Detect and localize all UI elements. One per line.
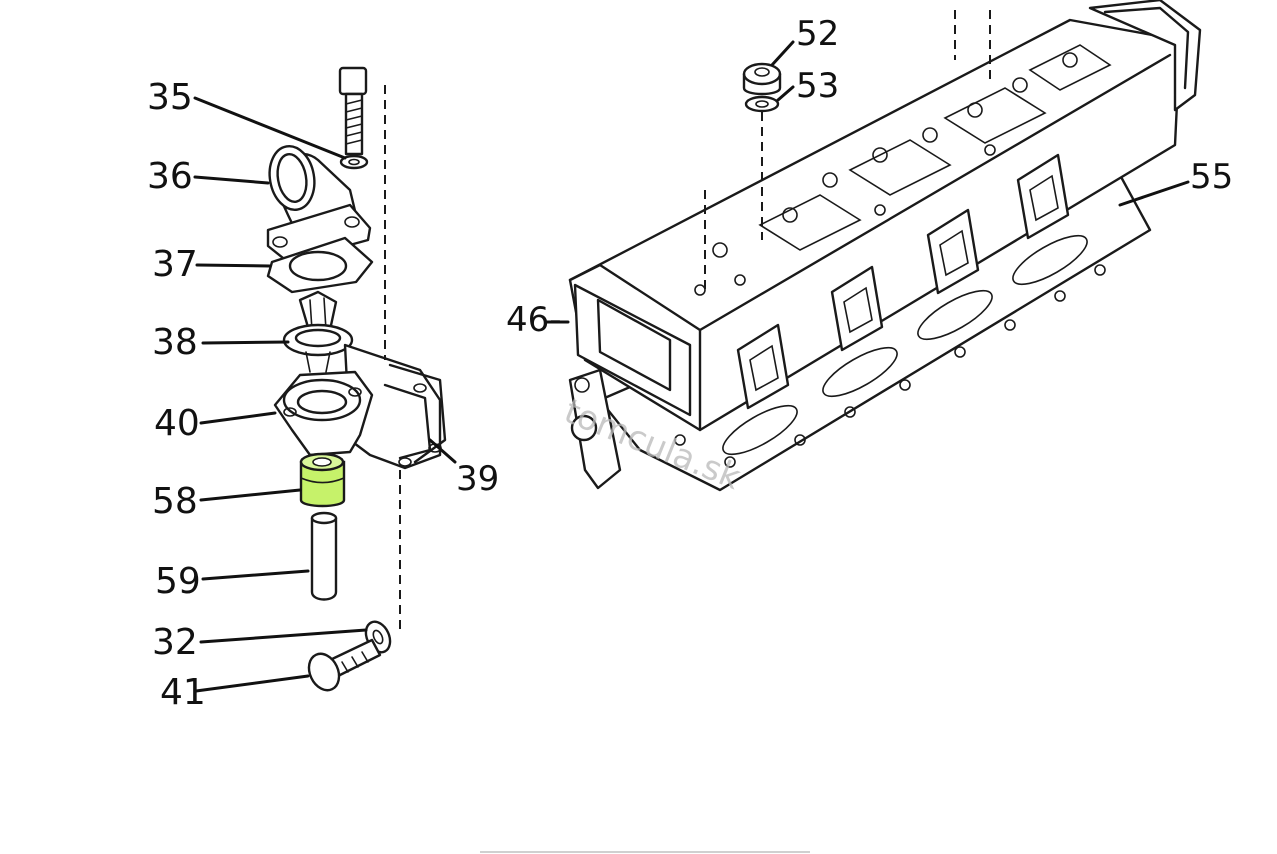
- label-32: 32: [152, 622, 198, 663]
- part-58-sleeve: [299, 452, 346, 508]
- part-38-thermostat: [282, 290, 354, 373]
- part-39-gasket: [388, 363, 447, 464]
- label-35: 35: [147, 77, 193, 118]
- part-52-nut: [742, 62, 782, 96]
- label-36: 36: [147, 156, 193, 197]
- thermostat-assembly: [266, 66, 447, 692]
- part-labels: 35 36 37 38 40 58 59 32 41 39 46- 52 53 …: [147, 14, 1233, 713]
- exhaust-ports: [736, 153, 1070, 410]
- leader-lines: [193, 40, 1190, 693]
- part-40-housing: [273, 343, 442, 470]
- part-37-gasket: [266, 236, 374, 294]
- label-39: 39: [456, 459, 499, 499]
- label-46: 46-: [506, 300, 562, 340]
- part-59-pin: [310, 511, 338, 601]
- part-46-cylinder-head: [568, 0, 1202, 490]
- highlight-band: [299, 460, 346, 508]
- label-58: 58: [152, 481, 198, 522]
- part-53-washer: [744, 95, 780, 113]
- label-55: 55: [1190, 157, 1233, 197]
- label-38: 38: [152, 322, 198, 363]
- label-52: 52: [796, 14, 839, 54]
- label-37: 37: [152, 244, 198, 285]
- part-36-elbow: [266, 145, 372, 264]
- label-40: 40: [154, 403, 200, 444]
- label-41: 41: [160, 672, 206, 713]
- part-35-bolt: [338, 66, 369, 170]
- lifting-bracket: [568, 368, 622, 490]
- cylinder-head-assembly: [568, 0, 1202, 492]
- part-41-bolt: [307, 638, 382, 692]
- label-59: 59: [155, 561, 201, 602]
- label-53: 53: [796, 66, 839, 106]
